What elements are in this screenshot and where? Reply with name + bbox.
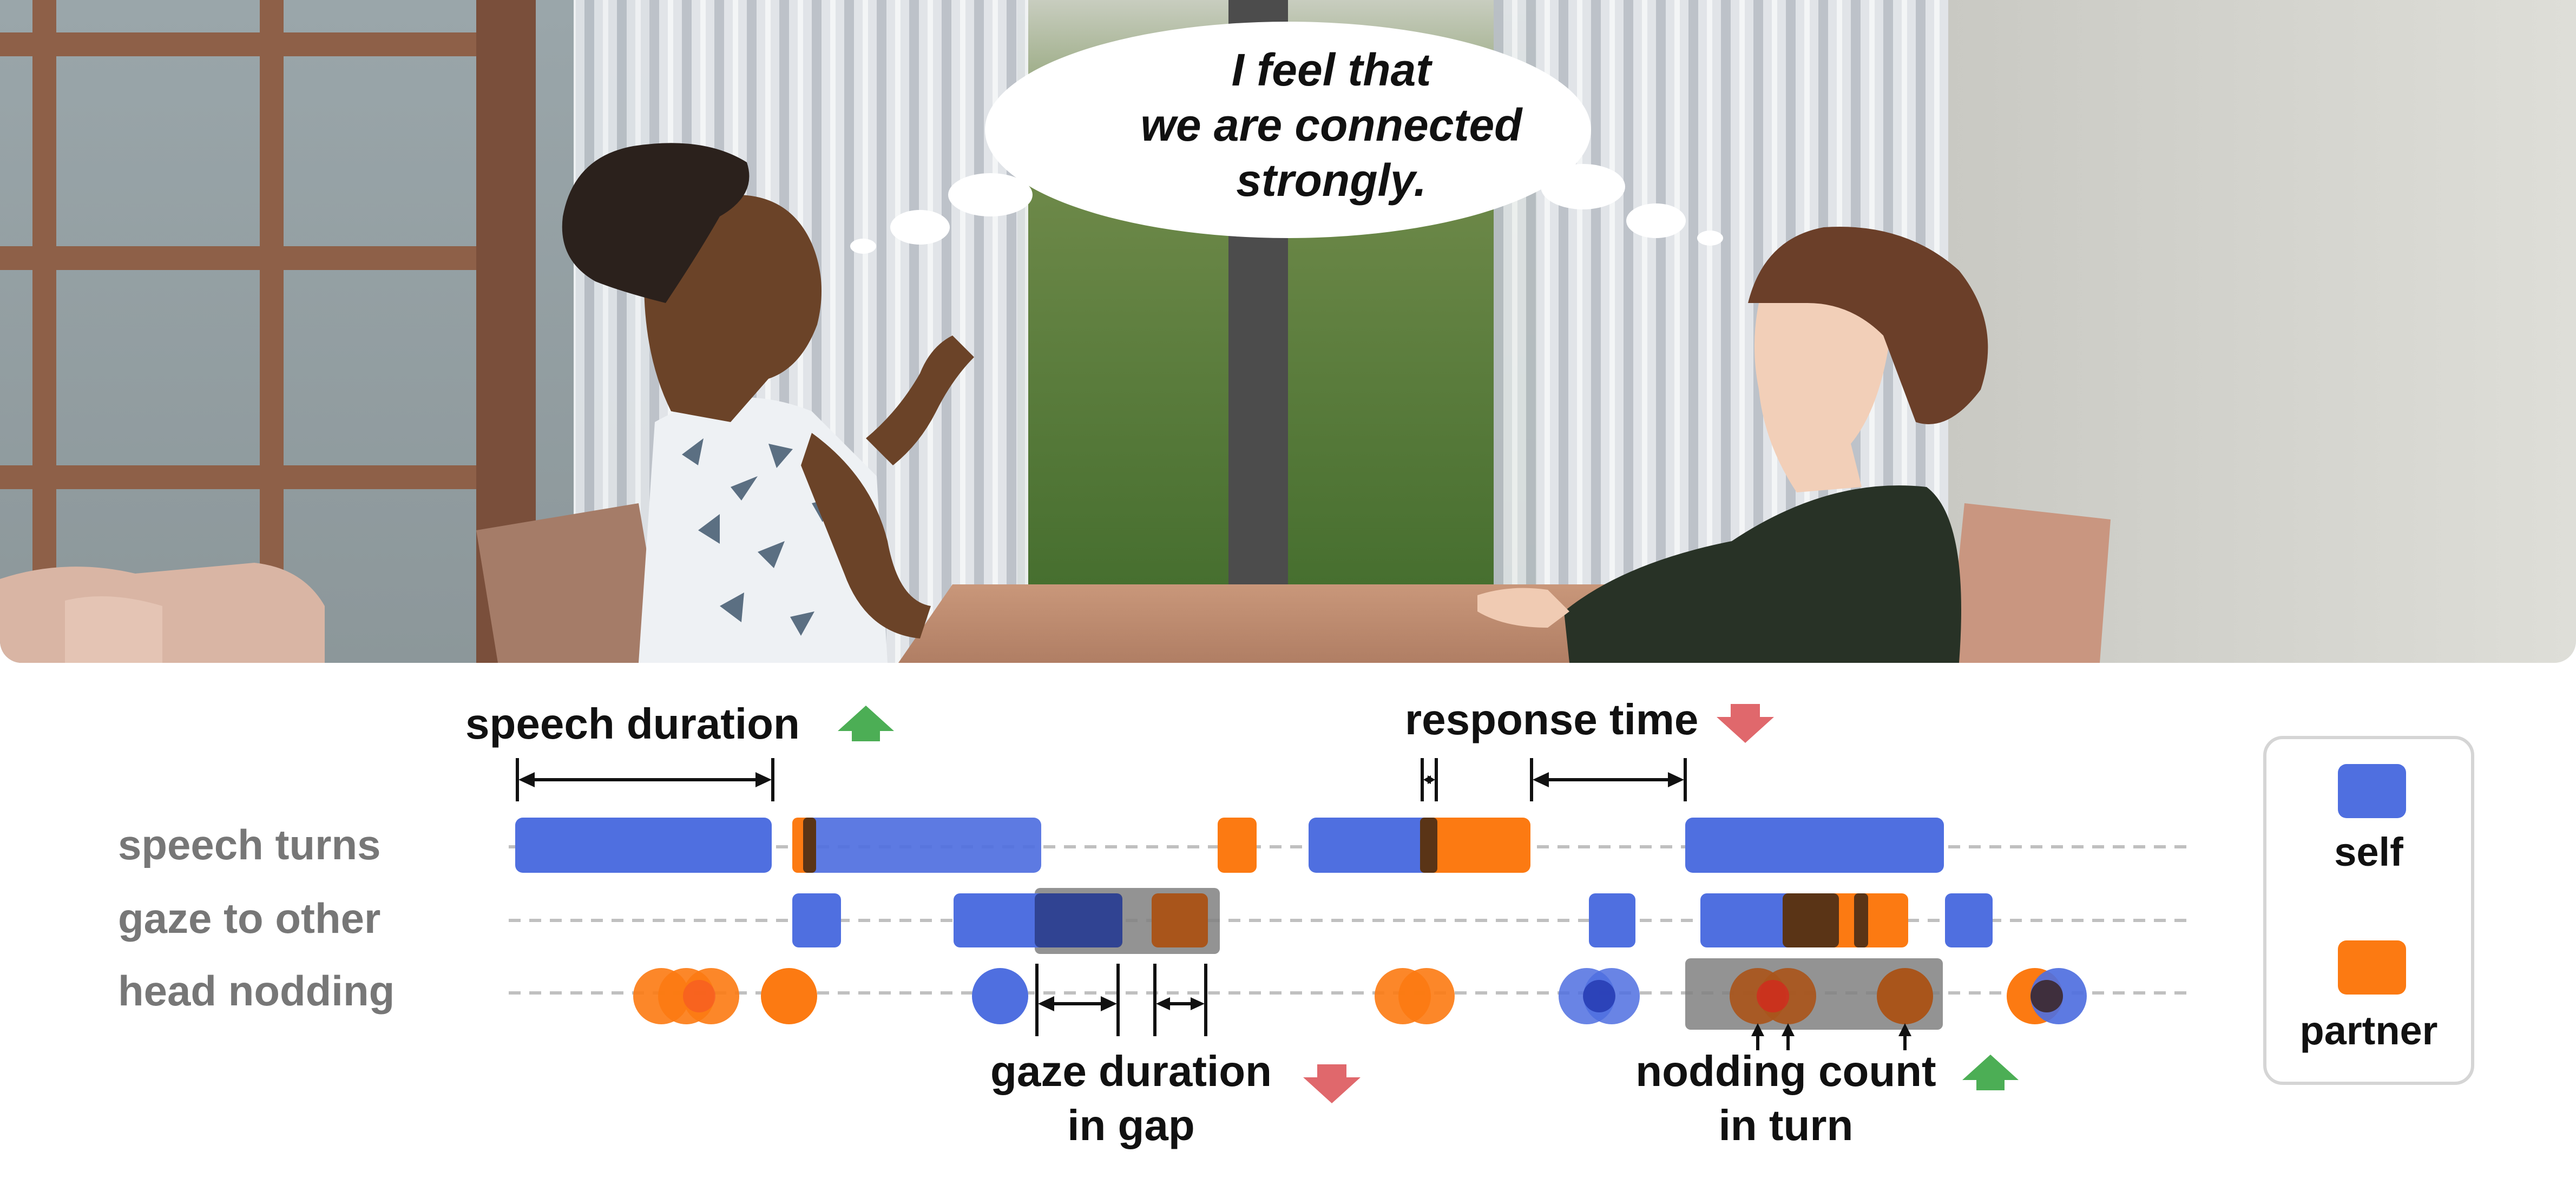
metric-gaze-duration: gaze duration in gap (963, 1044, 1299, 1153)
legend: self partner (2263, 736, 2474, 1085)
right-character (1477, 227, 1988, 663)
metric-nodding-count-line2: in turn (1718, 1101, 1854, 1149)
metric-nodding-count-line1: nodding count (1635, 1047, 1936, 1095)
speech-self-bar (1309, 818, 1431, 873)
legend-self-swatch (2338, 764, 2406, 818)
legend-partner-swatch (2338, 940, 2406, 995)
nod-overlap-mark (2030, 980, 2063, 1012)
metric-nodding-count: nodding count in turn (1613, 1044, 1959, 1153)
gaze-partner-bar (1152, 893, 1208, 947)
gaze-overlap-bar (1783, 893, 1839, 947)
speech-self-bar (515, 818, 772, 873)
gaze-self-bar (1945, 893, 1993, 947)
gaze-self-bar (1589, 893, 1635, 947)
arrow-up-icon (838, 706, 894, 741)
metric-speech-duration: speech duration (465, 700, 800, 748)
bubble-line-2: we are connected (1140, 100, 1522, 150)
response-time-bracket-long (1530, 758, 1687, 801)
speech-self-bar (1685, 818, 1944, 873)
metric-gaze-duration-line2: in gap (1067, 1101, 1195, 1149)
legend-partner-label: partner (2299, 1008, 2438, 1053)
gaze-duration-bracket (1035, 964, 1207, 1036)
nod-partner-dot (1398, 968, 1455, 1024)
legend-self-label: self (2334, 830, 2403, 874)
metric-gaze-duration-line1: gaze duration (990, 1047, 1272, 1095)
nodding-count-pointers (1751, 1023, 1911, 1050)
speech-bubble-text: I feel that we are connected strongly. (974, 42, 1688, 208)
row-label-speech-turns: speech turns (118, 821, 381, 868)
speech-partner-bar (1218, 818, 1257, 873)
arrow-up-icon (1962, 1055, 2019, 1090)
nod-overlap-mark (1757, 980, 1789, 1012)
gaze-self-bar (792, 893, 841, 947)
speech-self-bar (803, 818, 1041, 873)
arrow-down-icon (1303, 1064, 1361, 1103)
arrow-down-icon (1717, 704, 1774, 743)
left-character (562, 143, 974, 663)
row-label-head-nodding: head nodding (118, 967, 395, 1015)
scene-background (0, 0, 2576, 663)
thought-bubble (850, 22, 1723, 254)
bubble-line-1: I feel that (1231, 44, 1431, 95)
scene-illustration: I feel that we are connected strongly. (0, 0, 2576, 663)
nod-partner-dot (761, 968, 817, 1024)
gaze-overlap-bar (1854, 893, 1868, 947)
speech-overlap-bar (803, 818, 816, 873)
speech-partner-bar (1420, 818, 1530, 873)
gaze-in-gap-bar (1035, 893, 1122, 947)
bubble-line-3: strongly. (1236, 155, 1427, 206)
timeline-diagram (509, 704, 2192, 1103)
response-time-bracket-short (1421, 758, 1438, 801)
row-label-gaze-to-other: gaze to other (118, 894, 381, 942)
speech-overlap-bar (1420, 818, 1437, 873)
nod-overlap-mark (1583, 980, 1615, 1012)
nod-self-dot (972, 968, 1028, 1024)
nod-partner-dot (1877, 968, 1933, 1024)
metric-response-time: response time (1405, 695, 1699, 743)
nod-overlap-mark (683, 980, 715, 1012)
speech-duration-bracket (516, 758, 774, 801)
